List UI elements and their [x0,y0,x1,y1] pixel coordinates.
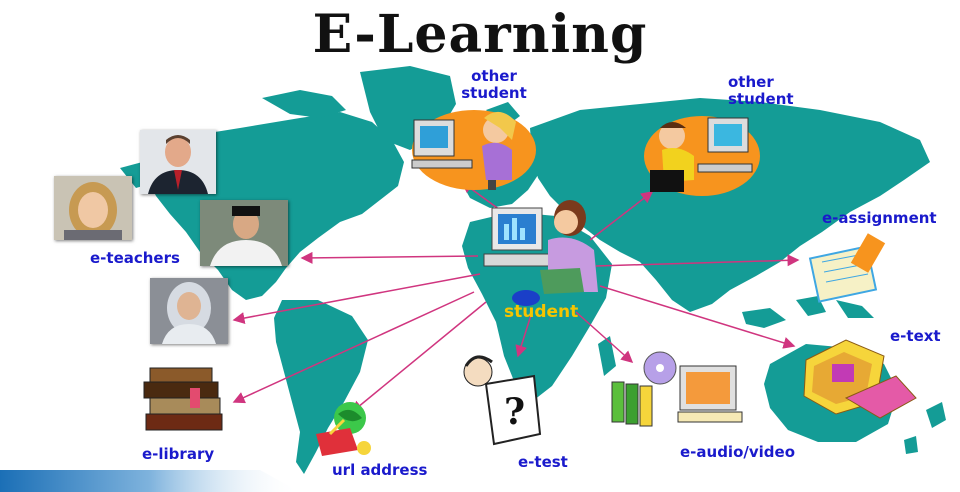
teacher-photo-man-suit [140,130,216,194]
e-text-label: e-text [890,327,941,345]
e-audio-video-illustration [611,351,743,427]
other-student-left-label: other student [461,67,527,102]
teacher-photo-woman [54,176,132,240]
teacher-photo-woman-hijab [150,278,228,344]
e-assignment-illustration [808,233,886,303]
e-text-illustration [803,339,917,419]
e-assignment-label: e-assignment [822,209,937,227]
other-student-left-illustration [411,110,536,190]
svg-text:?: ? [504,391,525,433]
other-student-right-label: other student [728,73,794,108]
url-address-illustration [316,402,371,456]
e-teachers-label: e-teachers [90,249,180,267]
e-library-illustration [143,367,223,431]
connection-arrows [232,181,800,413]
other-student-right-illustration [644,116,760,196]
teacher-woman-portrait-icon [54,176,132,240]
teacher-hijab-portrait-icon [150,278,228,344]
e-audio-video-label: e-audio/video [680,443,795,461]
student-illustration [483,200,598,306]
url-address-label: url address [332,461,428,479]
teacher-photo-man-cap [200,200,288,266]
student-label: student [504,302,579,322]
e-test-illustration: ? [463,355,542,446]
e-library-label: e-library [142,445,215,463]
teacher-man-portrait-icon [140,130,216,194]
e-test-label: e-test [518,453,568,471]
teacher-man-cap-portrait-icon [200,200,288,266]
page-title: E-Learning [312,4,648,65]
footer-band [0,470,300,492]
